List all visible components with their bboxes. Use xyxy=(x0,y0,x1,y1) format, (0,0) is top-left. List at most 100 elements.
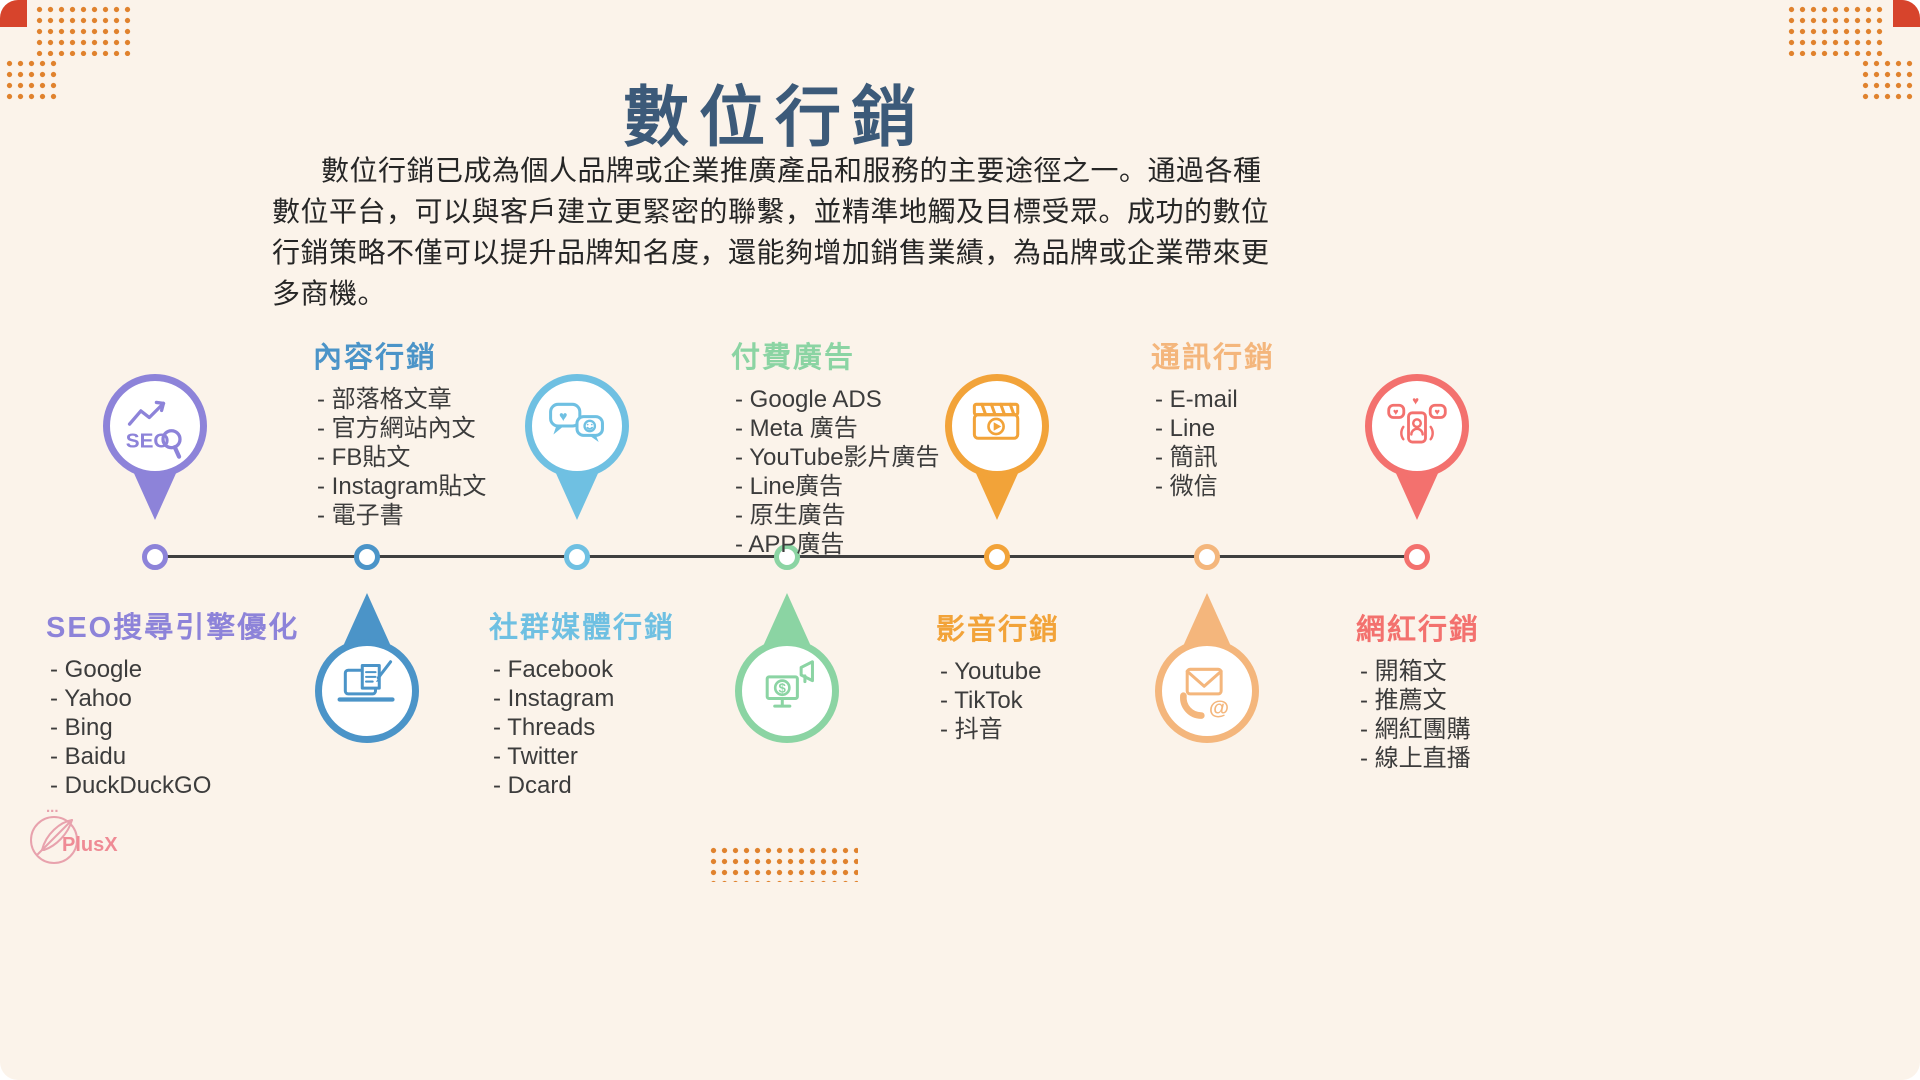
list-item: 線上直播 xyxy=(1360,744,1480,773)
list-item: 原生廣告 xyxy=(735,501,940,530)
category-item-list: Google ADS Meta 廣告 YouTube影片廣告 Line廣告 原生… xyxy=(731,385,940,559)
svg-text:♥: ♥ xyxy=(1434,406,1440,417)
page-title: 數位行銷 xyxy=(623,82,927,155)
category-item-list: Google Yahoo Bing Baidu DuckDuckGO xyxy=(46,655,299,800)
category-title: 社群媒體行銷 xyxy=(489,612,676,644)
category-block-social: 社群媒體行銷 Facebook Instagram Threads Twitte… xyxy=(489,604,675,800)
list-item: APP廣告 xyxy=(735,530,940,559)
timeline-node-messaging xyxy=(1194,544,1220,570)
pin-circle: ♥ ♥ ♥ xyxy=(1365,374,1469,478)
social-media-pin: ♥ xyxy=(525,374,629,524)
pin-circle: SEO xyxy=(103,374,207,478)
influencer-pin: ♥ ♥ ♥ xyxy=(1365,374,1469,524)
content-writing-icon xyxy=(337,660,395,702)
timeline-node-influencer xyxy=(1404,544,1430,570)
list-item: 抖音 xyxy=(940,715,1060,744)
svg-text:@: @ xyxy=(1209,697,1229,720)
category-title: 內容行銷 xyxy=(313,342,438,374)
list-item: FB貼文 xyxy=(317,443,486,472)
category-block-influencer: 網紅行銷 開箱文 推薦文 網紅團購 線上直播 xyxy=(1356,606,1480,773)
list-item: 部落格文章 xyxy=(317,385,486,414)
pin-circle: ♥ xyxy=(525,374,629,478)
seo-icon-text: SEO xyxy=(126,430,170,453)
list-item: 推薦文 xyxy=(1360,686,1480,715)
list-item: Meta 廣告 xyxy=(735,414,940,443)
list-item: 簡訊 xyxy=(1155,443,1275,472)
category-title: 影音行銷 xyxy=(936,614,1061,646)
intro-paragraph: 數位行銷已成為個人品牌或企業推廣產品和服務的主要途徑之一。通過各種數位平台，可以… xyxy=(272,155,1270,309)
category-item-list: Youtube TikTok 抖音 xyxy=(936,657,1060,744)
content-marketing-pin xyxy=(315,593,419,743)
seo-pin: SEO xyxy=(103,374,207,524)
ads-monitor-icon: $ xyxy=(765,660,814,708)
category-item-list: 開箱文 推薦文 網紅團購 線上直播 xyxy=(1356,657,1480,773)
dot-grid-decoration xyxy=(1860,58,1916,102)
video-marketing-pin xyxy=(945,374,1049,524)
list-item: 開箱文 xyxy=(1360,657,1480,686)
paid-ads-pin: $ xyxy=(735,593,839,743)
timeline-node-seo xyxy=(142,544,168,570)
email-phone-icon: @ xyxy=(1180,667,1229,720)
list-item: Threads xyxy=(493,713,675,742)
list-item: Google ADS xyxy=(735,385,940,414)
list-item: E-mail xyxy=(1155,385,1275,414)
list-item: 官方網站內文 xyxy=(317,414,486,443)
category-item-list: 部落格文章 官方網站內文 FB貼文 Instagram貼文 電子書 xyxy=(313,385,487,530)
category-title: 付費廣告 xyxy=(731,342,856,374)
list-item: Youtube xyxy=(940,657,1060,686)
chat-bubbles-icon: ♥ xyxy=(549,402,604,443)
list-item: Dcard xyxy=(493,771,675,800)
category-title: 通訊行銷 xyxy=(1151,342,1276,374)
category-item-list: Facebook Instagram Threads Twitter Dcard xyxy=(489,655,675,800)
list-item: Line廣告 xyxy=(735,472,940,501)
list-item: Line xyxy=(1155,414,1275,443)
list-item: Google xyxy=(50,655,299,684)
pin-circle xyxy=(945,374,1049,478)
svg-text:♥: ♥ xyxy=(559,408,567,424)
svg-text:♥: ♥ xyxy=(1393,406,1399,417)
messaging-pin: @ xyxy=(1155,593,1259,743)
category-block-seo: SEO搜尋引擎優化 Google Yahoo Bing Baidu DuckDu… xyxy=(46,604,299,800)
list-item: Instagram xyxy=(493,684,675,713)
category-block-content: 內容行銷 部落格文章 官方網站內文 FB貼文 Instagram貼文 電子書 xyxy=(313,334,486,530)
dot-grid-decoration xyxy=(1786,4,1886,56)
logo-text: PlusX xyxy=(62,834,118,856)
timeline-node-content xyxy=(354,544,380,570)
corner-square-decoration xyxy=(0,0,27,27)
list-item: Yahoo xyxy=(50,684,299,713)
category-title: SEO搜尋引擎優化 xyxy=(46,612,300,644)
category-block-video: 影音行銷 Youtube TikTok 抖音 xyxy=(936,606,1060,744)
list-item: Bing xyxy=(50,713,299,742)
dot-grid-decoration xyxy=(4,58,60,102)
list-item: 電子書 xyxy=(317,501,486,530)
list-item: Instagram貼文 xyxy=(317,472,487,501)
list-item: 網紅團購 xyxy=(1360,715,1480,744)
clapperboard-icon xyxy=(972,402,1020,440)
category-block-ads: 付費廣告 Google ADS Meta 廣告 YouTube影片廣告 Line… xyxy=(731,334,940,559)
list-item: TikTok xyxy=(940,686,1060,715)
svg-text:...: ... xyxy=(46,800,59,816)
pin-circle: @ xyxy=(1155,639,1259,743)
list-item: 微信 xyxy=(1155,472,1275,501)
list-item: Twitter xyxy=(493,742,675,771)
list-item: YouTube影片廣告 xyxy=(735,443,939,472)
seo-pin-icon: SEO xyxy=(126,400,182,459)
pin-circle xyxy=(315,639,419,743)
dot-grid-decoration xyxy=(34,4,134,56)
category-item-list: E-mail Line 簡訊 微信 xyxy=(1151,385,1275,501)
timeline-node-social xyxy=(564,544,590,570)
influencer-phone-icon: ♥ ♥ ♥ xyxy=(1387,395,1447,444)
category-title: 網紅行銷 xyxy=(1356,614,1481,646)
feather-logo-icon: ... xyxy=(30,799,78,864)
dot-grid-decoration xyxy=(708,845,858,882)
list-item: Baidu xyxy=(50,742,299,771)
pin-circle: $ xyxy=(735,639,839,743)
svg-text:♥: ♥ xyxy=(1412,395,1419,407)
timeline-node-video xyxy=(984,544,1010,570)
list-item: Facebook xyxy=(493,655,675,684)
corner-square-decoration xyxy=(1893,0,1920,27)
plusx-logo: ... PlusX xyxy=(24,799,154,870)
svg-text:$: $ xyxy=(779,681,787,696)
list-item: DuckDuckGO xyxy=(50,771,299,800)
